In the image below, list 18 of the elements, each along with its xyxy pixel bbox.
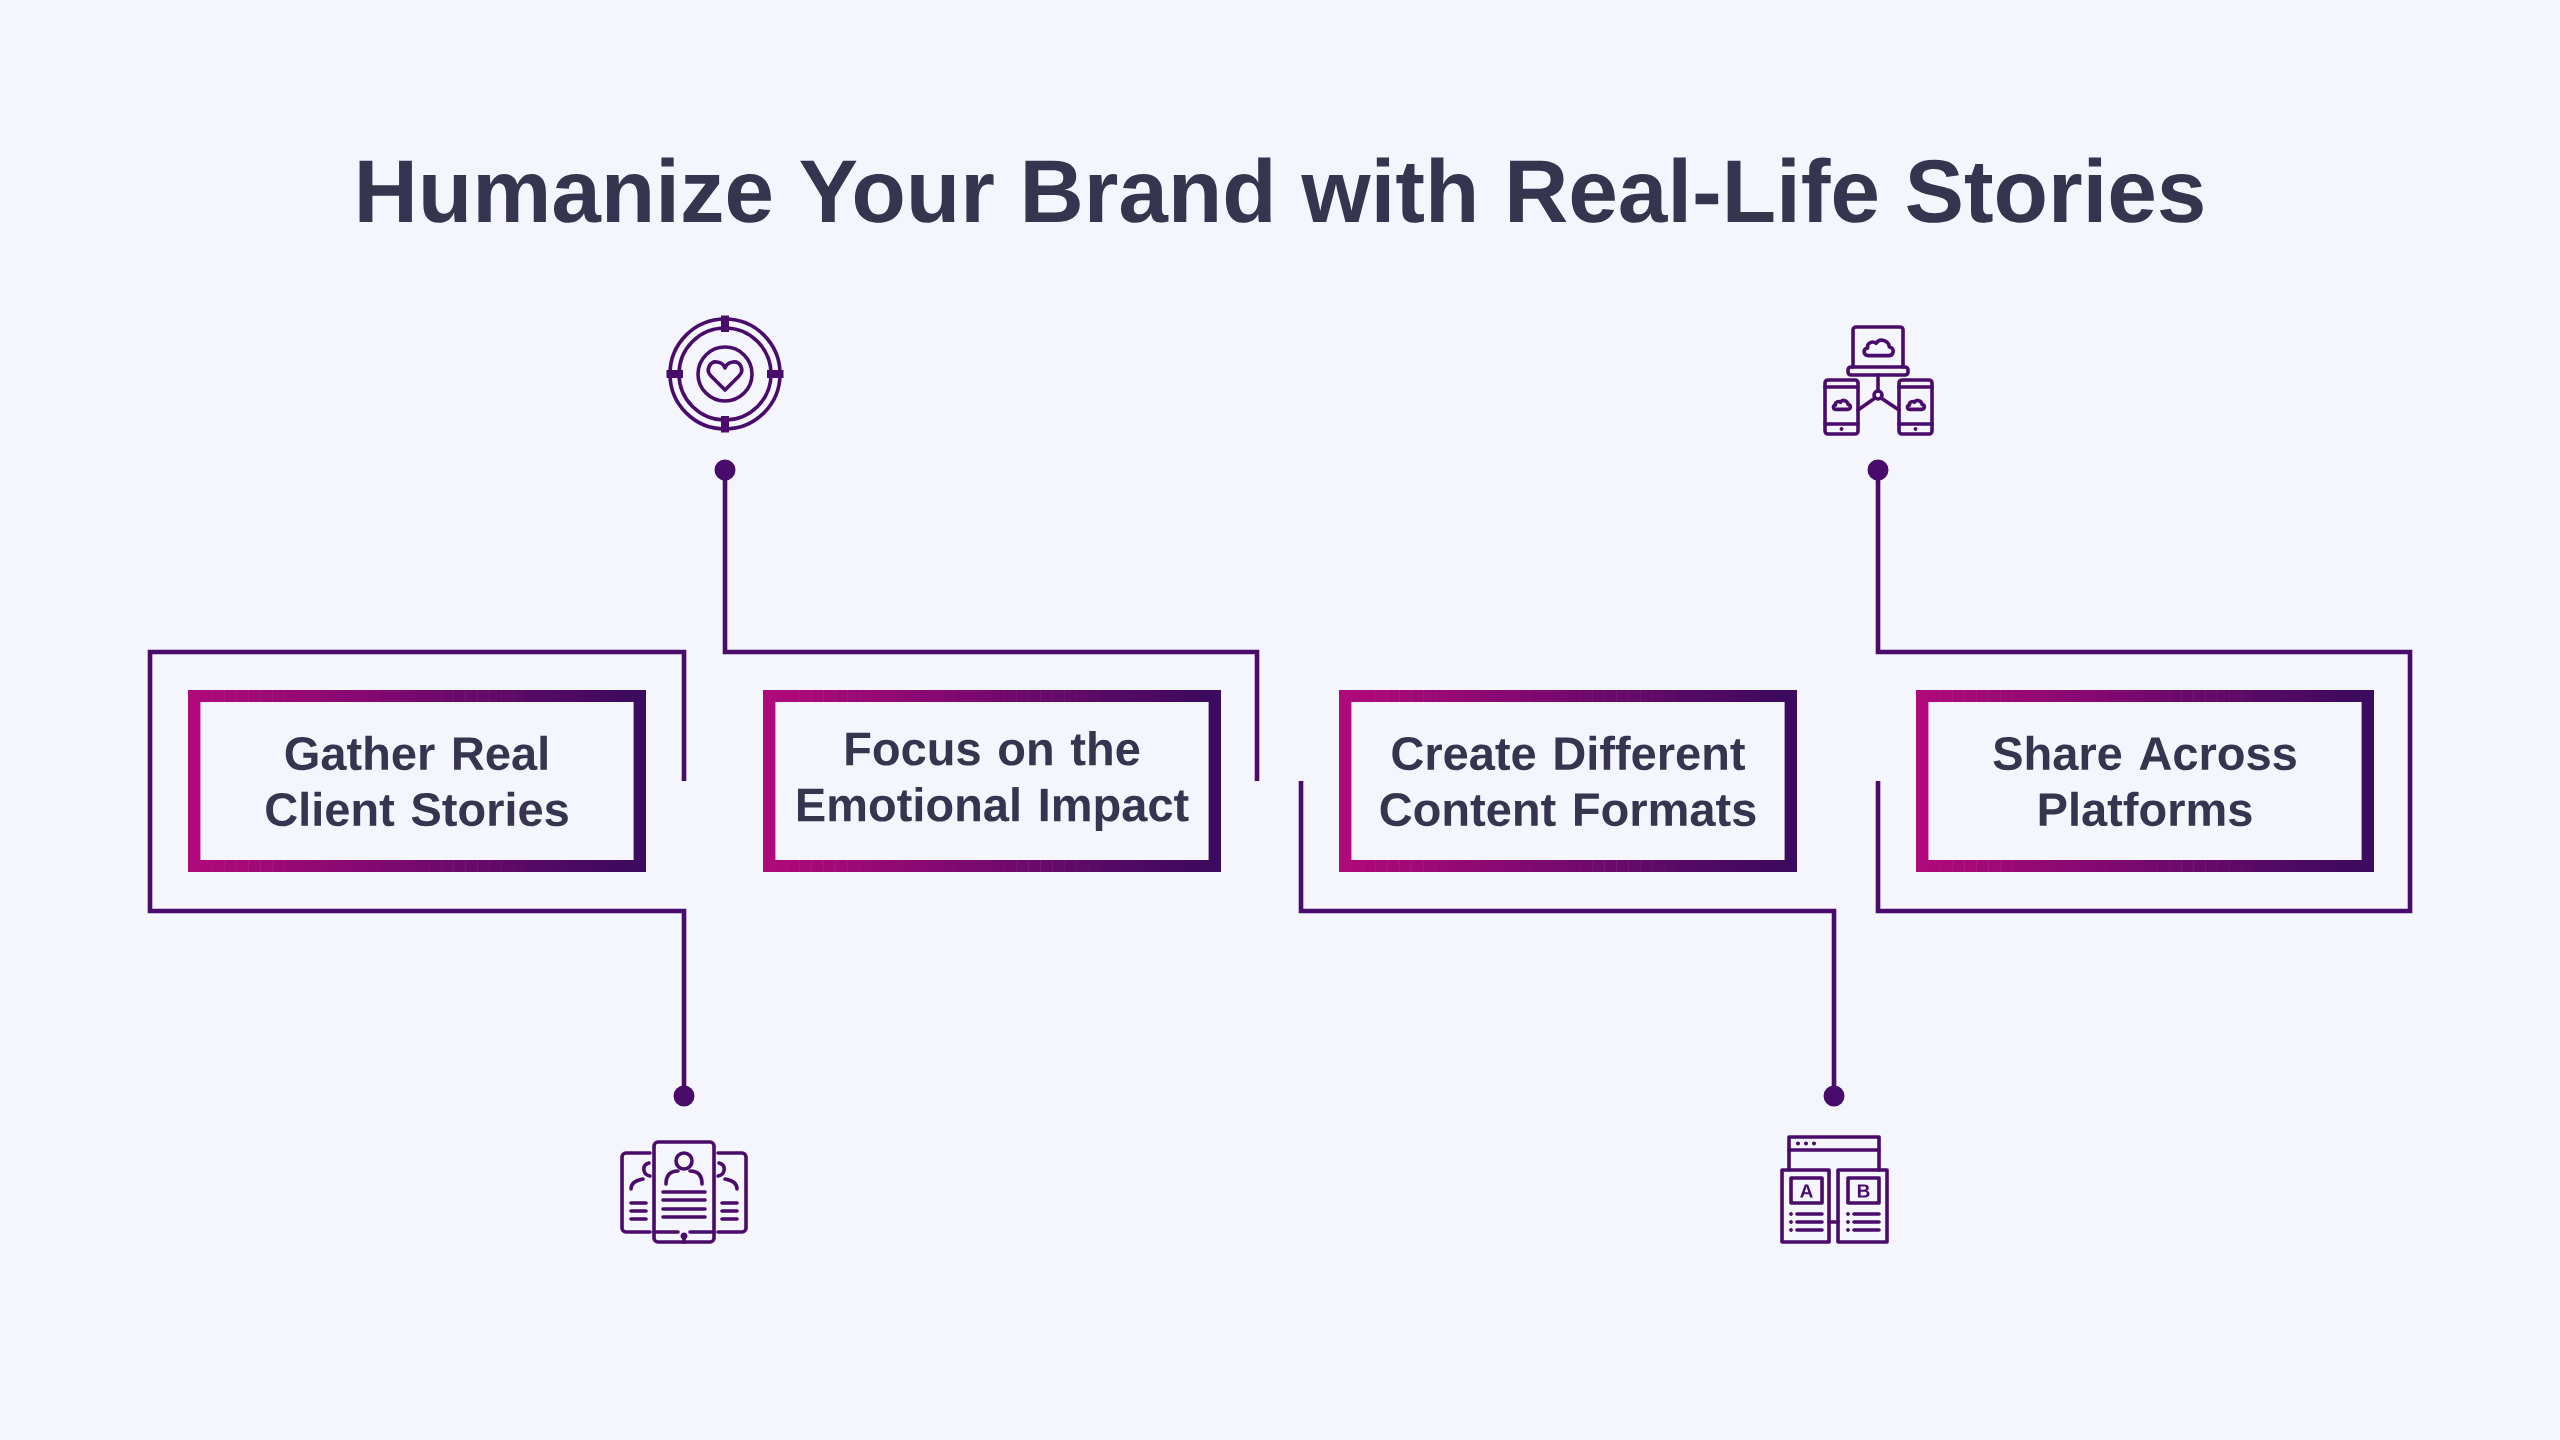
profile-cards-icon — [620, 1140, 748, 1244]
node-label: Share Across Platforms — [1993, 735, 2296, 827]
step-box: Gather Real Client Stories — [188, 690, 646, 872]
connector-line — [1298, 781, 1845, 1107]
connector-line — [147, 649, 695, 1107]
node-label: Create Different Content Formats — [1380, 735, 1756, 827]
title: Humanize Your Brand with Real-Life Stories — [359, 157, 2203, 223]
icon-letter: A — [1800, 1184, 1813, 1198]
step-box: Create Different Content Formats — [1339, 690, 1797, 872]
icon-letter: B — [1857, 1184, 1870, 1198]
connector-line — [714, 459, 1260, 781]
ab-comparison-icon — [1780, 1135, 1889, 1244]
connector-line — [1867, 459, 2413, 914]
step-box: Focus on the Emotional Impact — [763, 690, 1221, 872]
node-label: Focus on the Emotional Impact — [797, 731, 1189, 831]
cloud-devices-icon — [1823, 325, 1934, 436]
node-label: Gather Real Client Stories — [266, 735, 568, 827]
step-box: Share Across Platforms — [1916, 690, 2374, 872]
